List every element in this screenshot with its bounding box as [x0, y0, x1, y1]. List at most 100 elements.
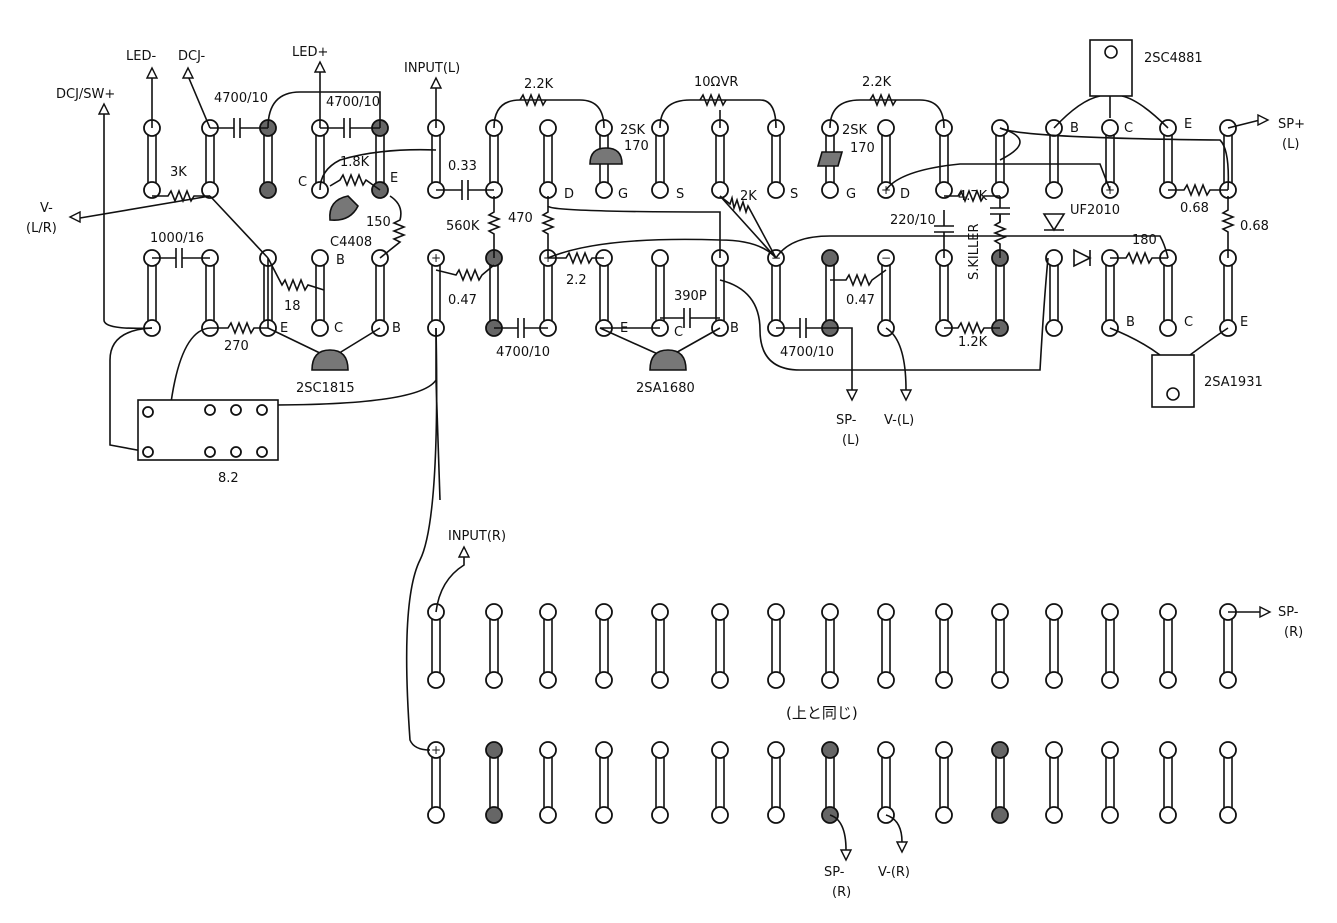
arrow-sp-plus-l [1257, 113, 1270, 127]
solder-pad [1101, 741, 1119, 759]
solder-pad [821, 603, 839, 621]
solder-pad [485, 806, 503, 824]
solder-pad [991, 671, 1009, 689]
solder-pad [1159, 603, 1177, 621]
fet-2sk170-b [816, 151, 844, 167]
label-input-l: INPUT(L) [404, 61, 460, 76]
solder-pad [539, 119, 557, 137]
copper-strip [315, 257, 325, 329]
solder-pad [1101, 671, 1119, 689]
resistor-2k [719, 194, 777, 259]
transistor-2sa1680 [649, 349, 687, 371]
cap-4700-10-d [776, 318, 830, 338]
svg-text:18: 18 [284, 299, 301, 314]
resistor-18 [267, 257, 325, 293]
svg-text:E: E [1240, 315, 1248, 330]
svg-text:170: 170 [624, 139, 649, 154]
solder-pad [311, 319, 329, 337]
svg-text:S.KILLER: S.KILLER [967, 224, 982, 280]
resistor-4-7k [944, 188, 1000, 204]
solder-pad [143, 181, 161, 199]
svg-text:S: S [790, 187, 798, 202]
solder-pad [651, 671, 669, 689]
svg-text:2.2K: 2.2K [524, 77, 554, 92]
diode-uf2010-a [1042, 213, 1066, 232]
arrow-dcj-sw [97, 102, 111, 115]
arrow-dcj-minus [181, 66, 195, 79]
transistors [137, 39, 1195, 461]
svg-text:170: 170 [850, 141, 875, 156]
svg-text:2.2: 2.2 [566, 273, 587, 288]
solder-pad [1101, 806, 1119, 824]
copper-strip [147, 257, 157, 329]
copper-strip [543, 749, 553, 816]
svg-text:220/10: 220/10 [890, 213, 936, 228]
solder-pad [935, 741, 953, 759]
arrow-input-r [457, 545, 471, 558]
solder-pad [767, 671, 785, 689]
solder-pad [877, 741, 895, 759]
svg-text:0.47: 0.47 [448, 293, 477, 308]
svg-text:4700/10: 4700/10 [214, 91, 268, 106]
svg-text:C: C [674, 325, 683, 340]
copper-strip [1223, 257, 1233, 329]
solder-pad [595, 671, 613, 689]
resistor-270 [210, 320, 268, 336]
copper-strips [147, 127, 1233, 816]
copper-strip [431, 749, 441, 816]
svg-text:4700/10: 4700/10 [326, 95, 380, 110]
copper-strip [771, 257, 781, 329]
label-sp-minus-l2: (L) [842, 433, 859, 448]
copper-strip [489, 749, 499, 816]
solder-pad [1045, 671, 1063, 689]
solder-pad [711, 806, 729, 824]
solder-pad [651, 806, 669, 824]
copper-strip [881, 257, 891, 329]
copper-strip [825, 749, 835, 816]
solder-pad [935, 181, 953, 199]
cap-1000-16 [152, 248, 210, 268]
copper-strip [1049, 257, 1059, 329]
arrow-v-minus [68, 210, 81, 224]
copper-strip [995, 257, 1005, 329]
svg-text:C: C [298, 175, 307, 190]
arrow-input-l [429, 76, 443, 89]
svg-text:G: G [618, 187, 628, 202]
solder-pad [1045, 181, 1063, 199]
solder-pad [485, 603, 503, 621]
svg-text:1.8K: 1.8K [340, 155, 370, 170]
svg-text:0.47: 0.47 [846, 293, 875, 308]
svg-text:0.68: 0.68 [1180, 201, 1209, 216]
svg-text:470: 470 [508, 211, 533, 226]
resistor-560k [486, 196, 502, 258]
solder-pad [1219, 671, 1237, 689]
label-v-minus-l: V-(L) [884, 413, 914, 428]
svg-text:2.2K: 2.2K [862, 75, 892, 90]
solder-pad [595, 603, 613, 621]
solder-pad [1045, 741, 1063, 759]
solder-pad [485, 741, 503, 759]
copper-strip [825, 257, 835, 329]
resistor-0-47-a [435, 264, 495, 283]
svg-text:B: B [336, 253, 345, 268]
solder-pad [991, 806, 1009, 824]
pin-labels: C E B E C B D G S E C B S G D B C E B C … [280, 117, 1248, 340]
solder-pad [485, 671, 503, 689]
svg-text:B: B [1126, 315, 1135, 330]
fet-2sk170-a [589, 147, 623, 165]
arrow-sp-minus-l [845, 389, 859, 402]
solder-pad [539, 671, 557, 689]
resistor-s-killer [992, 215, 1008, 258]
solder-pad [711, 181, 729, 199]
copper-strip [1223, 749, 1233, 816]
copper-strip [599, 257, 609, 329]
solder-pad [767, 181, 785, 199]
svg-text:10ΩVR: 10ΩVR [694, 75, 738, 90]
solder-pad [539, 741, 557, 759]
copper-strip [1163, 257, 1173, 329]
solder-pad [821, 741, 839, 759]
svg-text:2SA1931: 2SA1931 [1204, 375, 1263, 390]
svg-text:B: B [1070, 121, 1079, 136]
solder-pad [877, 249, 895, 267]
arrowheads [68, 60, 1272, 862]
